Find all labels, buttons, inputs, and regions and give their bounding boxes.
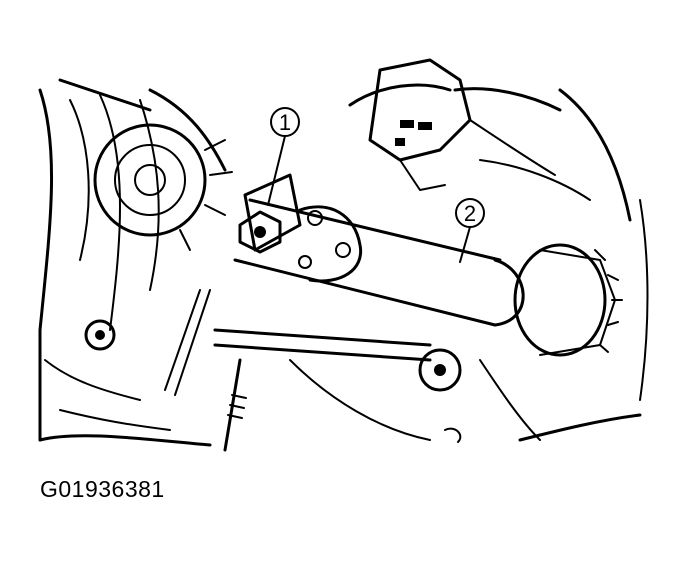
callout-2-label: 2 [464,201,476,226]
gear-hub [84,123,233,351]
universal-joint-pinch-bolt [238,173,363,283]
figure-id-label: G01936381 [40,476,165,502]
callout-1: 1 [267,107,300,206]
linkage-rod [164,289,462,452]
callout-2: 2 [455,198,485,263]
callout-1-label: 1 [279,110,291,135]
intermediate-steering-shaft [233,198,623,357]
surrounding-components [38,58,649,447]
